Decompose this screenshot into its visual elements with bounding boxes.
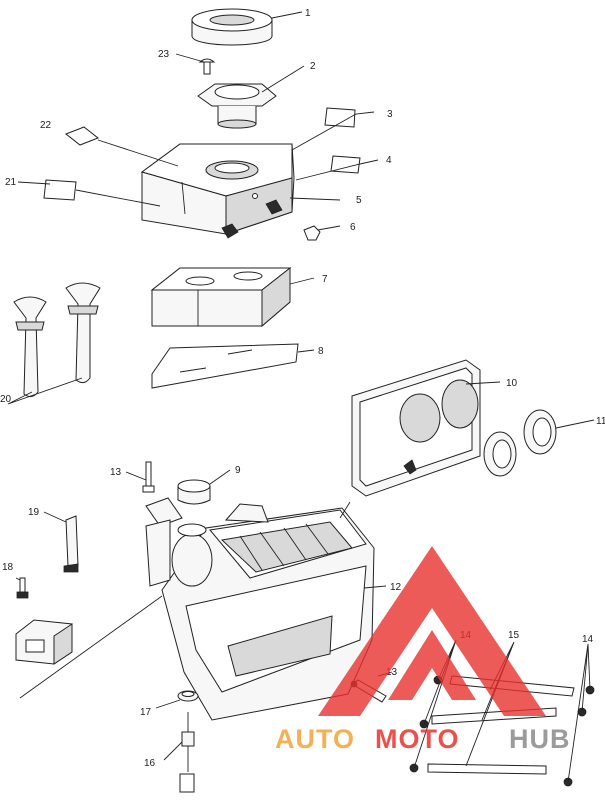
- callout-7: 7: [322, 274, 328, 285]
- part-10-panel: [351, 359, 481, 497]
- watermark-text-auto: AUTO: [275, 724, 355, 754]
- callout-13-lower: 13: [386, 667, 398, 678]
- part-17-grommet: [177, 690, 199, 702]
- callout-8: 8: [318, 346, 324, 357]
- electrical-module: [15, 619, 73, 665]
- part-21-decal: [43, 179, 77, 201]
- part-2-adapter: [197, 83, 277, 129]
- part-12-airbox: [145, 497, 375, 721]
- part-23-rivet: [198, 58, 216, 75]
- callout-3: 3: [387, 109, 393, 120]
- watermark-text-moto: MOTO: [375, 724, 460, 754]
- callout-1: 1: [305, 8, 311, 19]
- watermark-text-hub: HUB: [509, 724, 571, 754]
- part-7-foam-filter: [150, 266, 292, 328]
- callout-16: 16: [144, 758, 156, 769]
- callout-13-upper: 13: [110, 467, 122, 478]
- part-9-cap: [177, 479, 211, 505]
- part-4-decal: [330, 155, 361, 174]
- callout-14-right: 14: [582, 634, 594, 645]
- part-5-airbox-cover: [140, 143, 295, 239]
- part-16-drain: [179, 712, 195, 793]
- callout-5: 5: [356, 195, 362, 206]
- callout-17: 17: [140, 707, 152, 718]
- callout-21: 21: [5, 177, 17, 188]
- callout-2: 2: [310, 61, 316, 72]
- callout-19: 19: [28, 507, 40, 518]
- callout-18: 18: [2, 562, 14, 573]
- callout-9: 9: [235, 465, 241, 476]
- part-6-fastener: [303, 225, 321, 241]
- part-22-decal: [65, 126, 99, 146]
- part-8-gasket: [151, 343, 299, 389]
- watermark-triangle-inner: [388, 630, 476, 700]
- part-18-screw: [16, 577, 29, 599]
- leader-lines: [7, 11, 595, 783]
- callout-23: 23: [158, 49, 170, 60]
- part-20-intake-tubes: [13, 282, 101, 398]
- callout-6-upper: 6: [350, 222, 356, 233]
- part-3-decal: [324, 107, 356, 128]
- callout-15: 15: [508, 630, 520, 641]
- callout-22: 22: [40, 120, 52, 131]
- watermark-triangle-outer: [318, 546, 546, 716]
- callout-12: 12: [390, 582, 402, 593]
- callout-10: 10: [506, 378, 518, 389]
- part-19-strap: [63, 515, 79, 573]
- watermark-logo: AUTO MOTO HUB: [275, 546, 571, 754]
- part-11-couplers: [483, 409, 557, 477]
- part-13-bolt-upper: [142, 461, 155, 493]
- callout-4: 4: [386, 155, 392, 166]
- part-1-foam-ring: [191, 8, 273, 46]
- callout-11: 11: [596, 416, 605, 427]
- callout-20: 20: [0, 394, 12, 405]
